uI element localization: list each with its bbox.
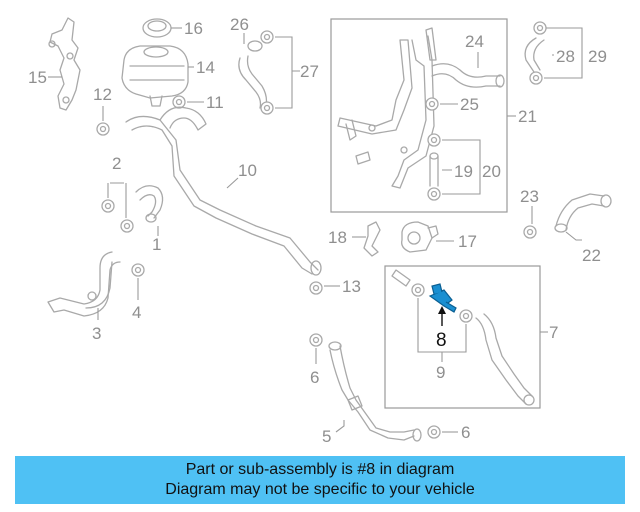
part-6-clamp-lower (427, 425, 441, 439)
part-28-hose (524, 21, 547, 85)
callout-14: 14 (196, 58, 215, 77)
part-4-clamp (131, 263, 145, 277)
banner-line-2: Diagram may not be specific to your vehi… (165, 481, 475, 498)
part-19-hose (427, 133, 441, 201)
callout-25: 25 (460, 95, 479, 114)
callout-7: 7 (549, 323, 558, 342)
part-14-coolant-reservoir (121, 45, 189, 107)
part-21-pipe-assembly (337, 35, 435, 189)
callout-20: 20 (482, 162, 501, 181)
callout-12: 12 (93, 85, 112, 104)
part-3-hose (47, 251, 121, 317)
part-13-clamp (309, 281, 323, 295)
callout-1: 1 (152, 235, 161, 254)
part-1-hose (135, 185, 164, 223)
part-25-clamp (425, 97, 439, 111)
callout-29: 29 (588, 47, 607, 66)
callout-5: 5 (322, 427, 331, 446)
callout-9: 9 (436, 363, 445, 382)
part-21-assembly-box (330, 18, 508, 213)
callout-8: 8 (436, 330, 447, 351)
callout-21: 21 (518, 107, 537, 126)
callout-13: 13 (342, 277, 361, 296)
part-11-clamp (172, 95, 186, 109)
part-9-clamp (411, 283, 473, 323)
callout-24: 24 (465, 32, 484, 51)
callout-23: 23 (520, 187, 539, 206)
callout-3: 3 (92, 324, 101, 343)
part-15-bracket (48, 17, 81, 111)
part-26-hose (238, 40, 268, 109)
parts-diagram: 15 16 14 11 12 10 2 (28, 15, 612, 446)
callout-26: 26 (230, 15, 249, 34)
banner-line-1: Part or sub-assembly is #8 in diagram (185, 461, 455, 478)
part-22-hose (554, 193, 612, 233)
callout-18: 18 (328, 228, 347, 247)
part-27-clamp (260, 30, 274, 115)
part-24-hose (425, 27, 505, 88)
part-10-coolant-pipe (125, 106, 322, 276)
part-7-assembly-box (384, 265, 541, 409)
callout-10: 10 (238, 161, 257, 180)
callout-6-lower: 6 (461, 423, 470, 442)
callout-2: 2 (112, 154, 121, 173)
part-6-clamp (309, 333, 323, 347)
part-5-hose (328, 341, 422, 442)
callout-16: 16 (184, 19, 203, 38)
callout-22: 22 (582, 246, 601, 265)
callout-19: 19 (454, 162, 473, 181)
part-8-connector-highlighted (428, 283, 457, 313)
info-banner: Part or sub-assembly is #8 in diagram Di… (15, 456, 625, 504)
callout-27: 27 (300, 62, 319, 81)
part-16-reservoir-cap (142, 18, 172, 38)
callout-17: 17 (458, 232, 477, 251)
callout-11: 11 (206, 93, 224, 112)
part-12-clamp (96, 122, 110, 136)
part-2-clamp (101, 199, 134, 233)
callout-4: 4 (132, 303, 141, 322)
part-7-hose (391, 269, 535, 406)
callout-28: 28 (556, 47, 575, 66)
part-18-bracket (363, 221, 381, 257)
callout-6-upper: 6 (310, 368, 319, 387)
part-17-water-pump (401, 221, 439, 253)
part-23-clamp (523, 225, 537, 239)
callout-15: 15 (28, 68, 47, 87)
